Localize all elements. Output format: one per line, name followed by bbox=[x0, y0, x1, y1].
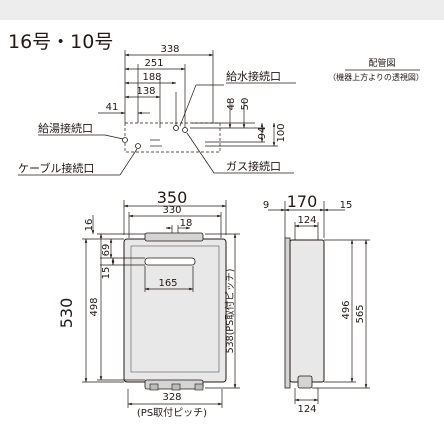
label-hot-water-outlet: 給湯接続口 bbox=[38, 121, 93, 135]
side-dim-15: 15 bbox=[340, 200, 353, 211]
dim-251: 251 bbox=[144, 58, 163, 69]
bottom-pipe-1 bbox=[149, 383, 159, 391]
front-panel bbox=[130, 245, 220, 373]
dim-48: 48 bbox=[226, 98, 237, 111]
heater-body-side bbox=[289, 239, 325, 383]
dim-350: 350 bbox=[157, 188, 188, 207]
dim-328: 328 bbox=[162, 392, 181, 403]
side-dim-9: 9 bbox=[263, 200, 269, 211]
dim-330: 330 bbox=[162, 205, 181, 216]
water-inlet-point bbox=[173, 125, 179, 131]
side-dim-565: 565 bbox=[355, 304, 366, 323]
label-water-inlet: 給水接続口 bbox=[226, 69, 281, 83]
unit-top-outline bbox=[124, 122, 221, 153]
dim-188: 188 bbox=[142, 72, 161, 83]
bottom-pipe-3 bbox=[194, 383, 204, 391]
bottom-pipe-2 bbox=[171, 383, 181, 391]
gas-inlet-point bbox=[182, 127, 188, 133]
control-slot bbox=[144, 257, 196, 266]
dim-41: 41 bbox=[106, 102, 119, 113]
dim-165: 165 bbox=[158, 278, 177, 289]
dim-100: 100 bbox=[276, 123, 287, 142]
dim-538-ps: 538(PS取付ピッチ) bbox=[225, 269, 236, 354]
dim-69: 69 bbox=[101, 244, 112, 257]
dim-138: 138 bbox=[136, 86, 155, 97]
label-cable-inlet: ケーブル接続口 bbox=[18, 161, 94, 175]
dim-498: 498 bbox=[89, 297, 100, 316]
wall-bracket bbox=[284, 237, 291, 389]
dim-15: 15 bbox=[101, 267, 112, 280]
top-bracket bbox=[144, 232, 204, 242]
dim-338: 338 bbox=[160, 44, 179, 55]
title-bar bbox=[0, 0, 444, 20]
cable-point bbox=[135, 143, 141, 149]
side-dim-170: 170 bbox=[287, 192, 318, 211]
dim-18: 18 bbox=[180, 218, 193, 229]
ps-note: (PS取付ピッチ) bbox=[137, 406, 207, 419]
side-dim-496: 496 bbox=[341, 300, 352, 319]
side-dim-124-top: 124 bbox=[297, 215, 316, 226]
piping-caption-sub: （機器上方よりの透視図） bbox=[328, 72, 424, 82]
front-view: 350 330 18 165 530 498 bbox=[57, 188, 240, 419]
dim-530: 530 bbox=[57, 298, 76, 329]
label-gas-inlet: ガス接続口 bbox=[226, 159, 281, 173]
side-dim-124-bottom: 124 bbox=[297, 404, 316, 415]
side-view: 9 170 15 124 496 565 124 bbox=[263, 192, 370, 415]
top-view: 配管図 （機器上方よりの透視図） 338 251 188 138 41 48 bbox=[18, 44, 424, 176]
hot-water-outlet-point bbox=[122, 137, 128, 143]
dim-94: 94 bbox=[257, 127, 268, 140]
dim-50: 50 bbox=[240, 98, 251, 111]
piping-caption: 配管図 bbox=[368, 57, 395, 69]
dim-16: 16 bbox=[84, 219, 95, 232]
page-title: 16号・10号 bbox=[8, 31, 113, 53]
side-pipe bbox=[297, 375, 313, 389]
